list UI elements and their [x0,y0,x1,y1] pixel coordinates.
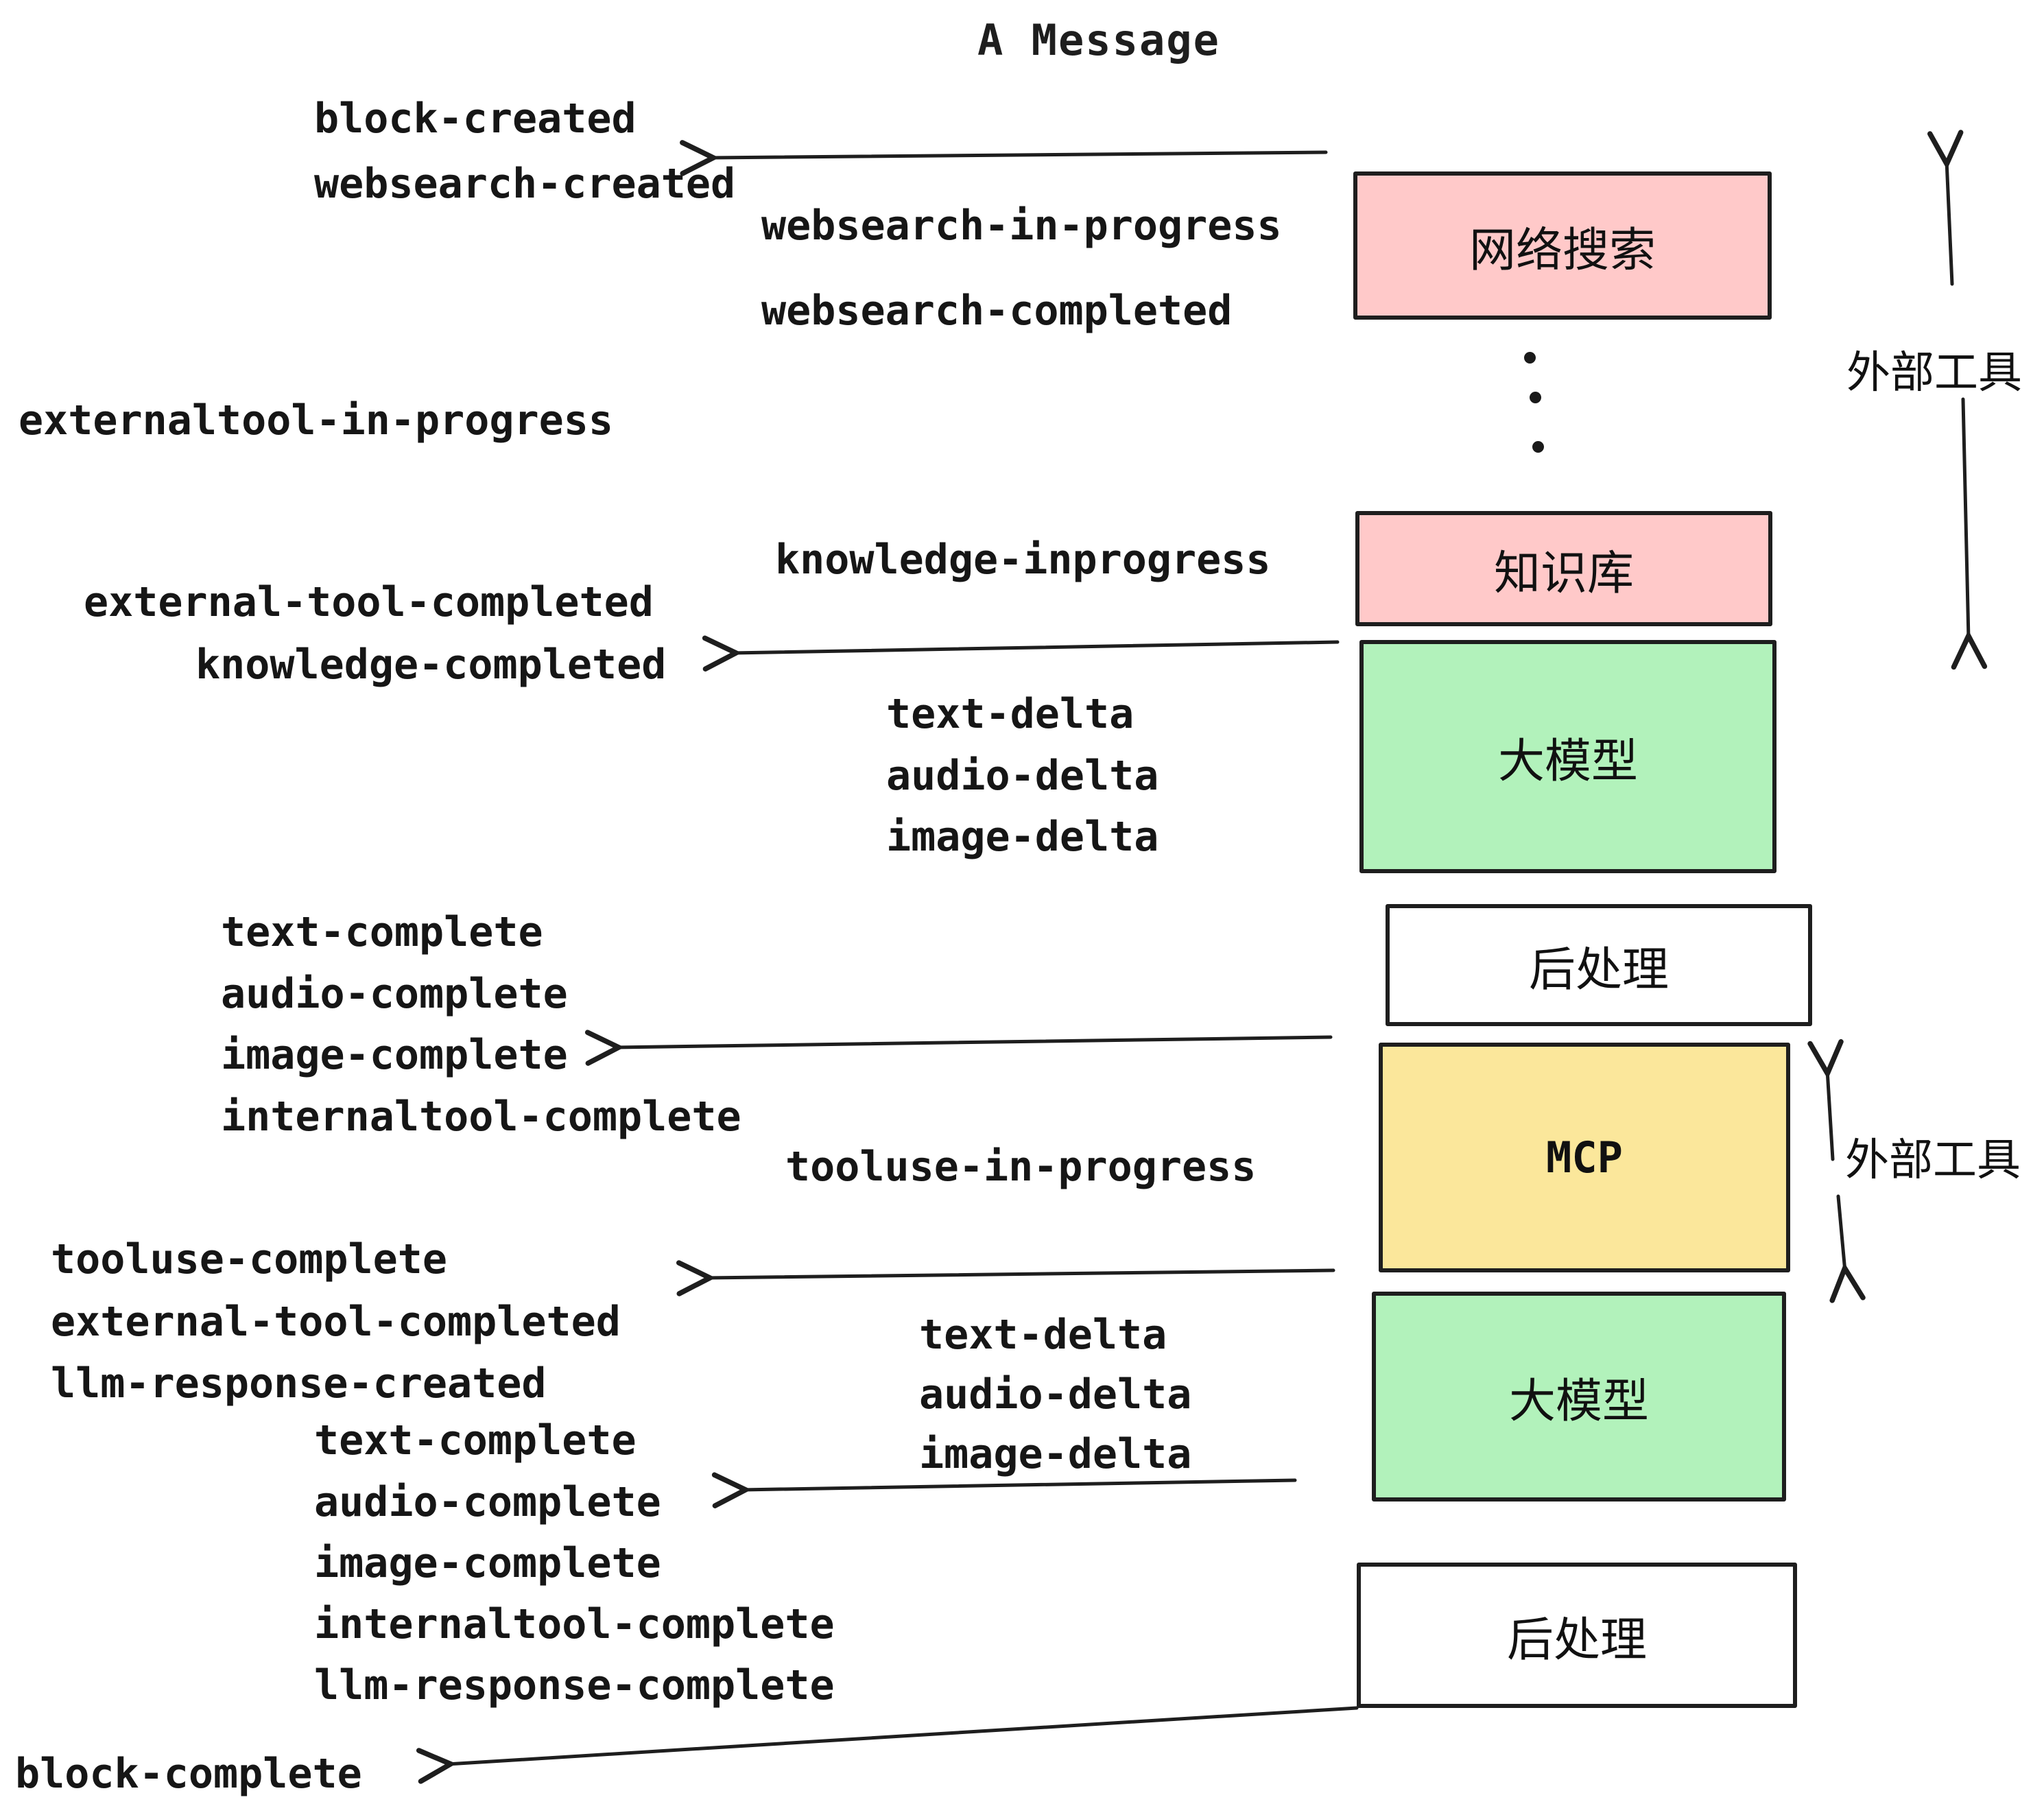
event-label-knowledge-completed: knowledge-completed [195,641,667,689]
box-mcp-label: MCP [1546,1132,1623,1183]
arrow-to-audio-complete-2 [711,1472,1297,1508]
ellipsis-dots [1521,346,1549,463]
event-label-external-tool-completed-2: external-tool-completed [51,1298,621,1346]
event-label-text-delta-2: text-delta [919,1311,1167,1359]
event-label-block-complete: block-complete [15,1750,362,1798]
event-label-text-delta-1: text-delta [886,690,1134,738]
event-label-image-complete-1: image-complete [221,1031,568,1079]
box-websearch-label: 网络搜索 [1469,223,1656,278]
event-label-llm-response-complete: llm-response-complete [314,1661,835,1709]
diagram-title: A Message [977,15,1220,65]
box-knowledge-label: 知识库 [1493,546,1634,601]
event-label-websearch-completed: websearch-completed [761,287,1233,335]
arrow-to-knowledge-completed [702,635,1340,672]
event-label-llm-response-created: llm-response-created [51,1360,547,1408]
event-label-externaltool-in-progress: externaltool-in-progress [19,396,613,444]
event-label-tooluse-complete: tooluse-complete [51,1235,447,1283]
box-llm-2-label: 大模型 [1508,1374,1649,1429]
event-label-image-delta-1: image-delta [886,813,1159,861]
event-label-audio-delta-2: audio-delta [919,1370,1192,1419]
box-postprocess-1-label: 后处理 [1528,942,1669,997]
event-label-websearch-in-progress: websearch-in-progress [761,202,1282,250]
box-postprocess-1: 后处理 [1386,904,1812,1026]
event-label-text-complete-2: text-complete [314,1416,637,1464]
box-postprocess-2-label: 后处理 [1506,1613,1647,1667]
box-mcp: MCP [1379,1043,1790,1272]
arrow-websearch-to-block-created [680,140,1328,176]
event-label-audio-complete-1: audio-complete [221,970,568,1018]
event-label-audio-delta-1: audio-delta [886,752,1159,800]
event-label-text-complete-1: text-complete [221,908,543,956]
arrow-to-image-complete-1 [584,1030,1333,1066]
arrow-external-tools-mid-up [1807,1039,1844,1161]
arrow-external-tools-top-down [1951,397,1988,670]
event-label-block-created: block-created [314,95,637,143]
arrow-external-tools-mid-down [1829,1194,1866,1303]
event-label-internaltool-complete-1: internaltool-complete [221,1093,741,1141]
box-llm-1: 大模型 [1359,640,1776,873]
arrow-to-tooluse-complete [676,1260,1335,1296]
box-llm-2: 大模型 [1372,1292,1786,1502]
side-label-external-tools-top: 外部工具 [1846,348,2022,399]
side-label-external-tools-mid: 外部工具 [1845,1135,2021,1186]
box-websearch: 网络搜索 [1353,171,1772,320]
event-label-external-tool-completed-1: external-tool-completed [84,578,654,626]
box-knowledge-base: 知识库 [1355,511,1772,626]
event-label-knowledge-inprogress: knowledge-inprogress [775,536,1271,584]
event-label-image-delta-2: image-delta [919,1430,1192,1478]
arrow-external-tools-top-up [1927,130,1964,286]
event-label-internaltool-complete-2: internaltool-complete [314,1600,835,1648]
box-postprocess-2: 后处理 [1357,1563,1797,1708]
event-label-image-complete-2: image-complete [314,1539,661,1587]
event-label-audio-complete-2: audio-complete [314,1478,661,1526]
event-label-tooluse-in-progress: tooluse-in-progress [785,1143,1257,1191]
event-label-websearch-created: websearch-created [314,160,736,208]
arrow-to-block-complete [416,1706,1359,1784]
box-llm-1-label: 大模型 [1497,734,1638,789]
